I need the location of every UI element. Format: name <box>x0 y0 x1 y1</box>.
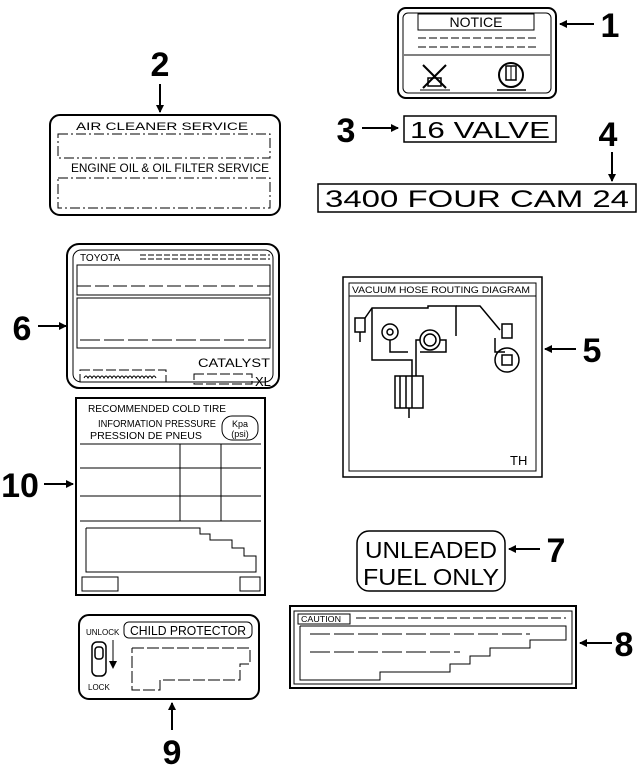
lock-switch-icon <box>91 640 117 677</box>
service-label: AIR CLEANER SERVICE ENGINE OIL & OIL FIL… <box>49 114 281 216</box>
callout-numbers: 1 2 3 4 5 6 7 8 9 10 <box>1 7 633 772</box>
callout-arrows <box>38 20 616 730</box>
callout-2: 2 <box>151 46 170 84</box>
service-line-1: AIR CLEANER SERVICE <box>76 121 248 133</box>
engine-warning-icon <box>420 64 450 91</box>
child-lock: LOCK <box>88 683 110 692</box>
valve-text: 16 VALVE <box>410 117 550 143</box>
notice-title: NOTICE <box>450 14 503 30</box>
callout-1: 1 <box>601 7 620 45</box>
tire-pressure-label: RECOMMENDED COLD TIRE INFORMATION PRESSU… <box>75 397 266 596</box>
child-unlock: UNLOCK <box>86 628 120 637</box>
callout-6: 6 <box>13 310 32 348</box>
vacuum-title: VACUUM HOSE ROUTING DIAGRAM <box>352 285 530 295</box>
child-protector-label: CHILD PROTECTOR UNLOCK LOCK <box>78 614 260 700</box>
valve-badge: 16 VALVE <box>403 115 557 143</box>
notice-label: NOTICE <box>397 7 557 99</box>
emission-code: XL <box>255 374 271 389</box>
ignition-key-icon <box>497 62 526 91</box>
unleaded-fuel-label: UNLEADED FUEL ONLY <box>356 530 506 592</box>
callout-3: 3 <box>337 112 356 150</box>
caution-label: CAUTION <box>289 605 577 689</box>
vacuum-hose-label: VACUUM HOSE ROUTING DIAGRAM TH <box>342 276 543 478</box>
callout-10: 10 <box>1 467 39 505</box>
callout-4: 4 <box>599 116 618 154</box>
tire-line-2: INFORMATION PRESSURE <box>98 419 216 430</box>
tire-line-1: RECOMMENDED COLD TIRE <box>88 404 226 415</box>
emission-label: TOYOTA CATALYST XL <box>66 243 280 389</box>
vacuum-code: TH <box>510 453 527 468</box>
emission-brand: TOYOTA <box>80 253 121 264</box>
four-cam-text: 3400 FOUR CAM 24 <box>325 186 629 213</box>
fuel-line-2: FUEL ONLY <box>363 564 499 590</box>
service-line-2: ENGINE OIL & OIL FILTER SERVICE <box>71 161 269 175</box>
child-title: CHILD PROTECTOR <box>130 623 246 638</box>
tire-line-3: PRESSION DE PNEUS <box>90 431 202 442</box>
callout-8: 8 <box>615 626 634 664</box>
caution-title: CAUTION <box>301 615 341 624</box>
four-cam-badge: 3400 FOUR CAM 24 <box>317 183 637 213</box>
tire-unit-kpa: Kpa <box>232 419 248 429</box>
tire-unit-psi: (psi) <box>231 429 249 439</box>
callout-9: 9 <box>163 734 182 772</box>
vacuum-hose-schematic <box>354 305 520 418</box>
callout-5: 5 <box>583 332 602 370</box>
tire-pressure-table <box>80 443 261 522</box>
callout-7: 7 <box>547 532 566 570</box>
fuel-line-1: UNLEADED <box>365 537 497 563</box>
emission-catalyst: CATALYST <box>198 356 271 370</box>
